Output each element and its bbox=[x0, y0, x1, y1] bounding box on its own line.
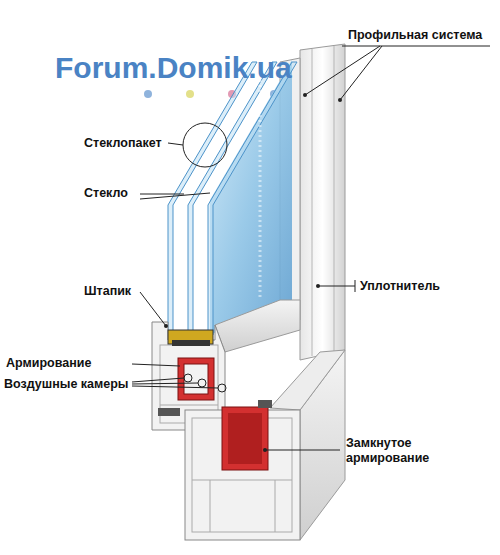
part-label: Уплотнитель bbox=[360, 279, 440, 294]
part-label: Профильная система bbox=[348, 28, 482, 43]
part-label: Стекло bbox=[84, 186, 128, 201]
part-label: Воздушные камеры bbox=[4, 377, 129, 392]
part-label: Замкнутое армирование bbox=[346, 436, 466, 466]
part-label: Стеклопакет bbox=[84, 136, 162, 151]
part-label: Штапик bbox=[84, 284, 131, 299]
part-label: Армирование bbox=[6, 356, 91, 371]
watermark: Forum.Domik.ua bbox=[55, 50, 292, 86]
